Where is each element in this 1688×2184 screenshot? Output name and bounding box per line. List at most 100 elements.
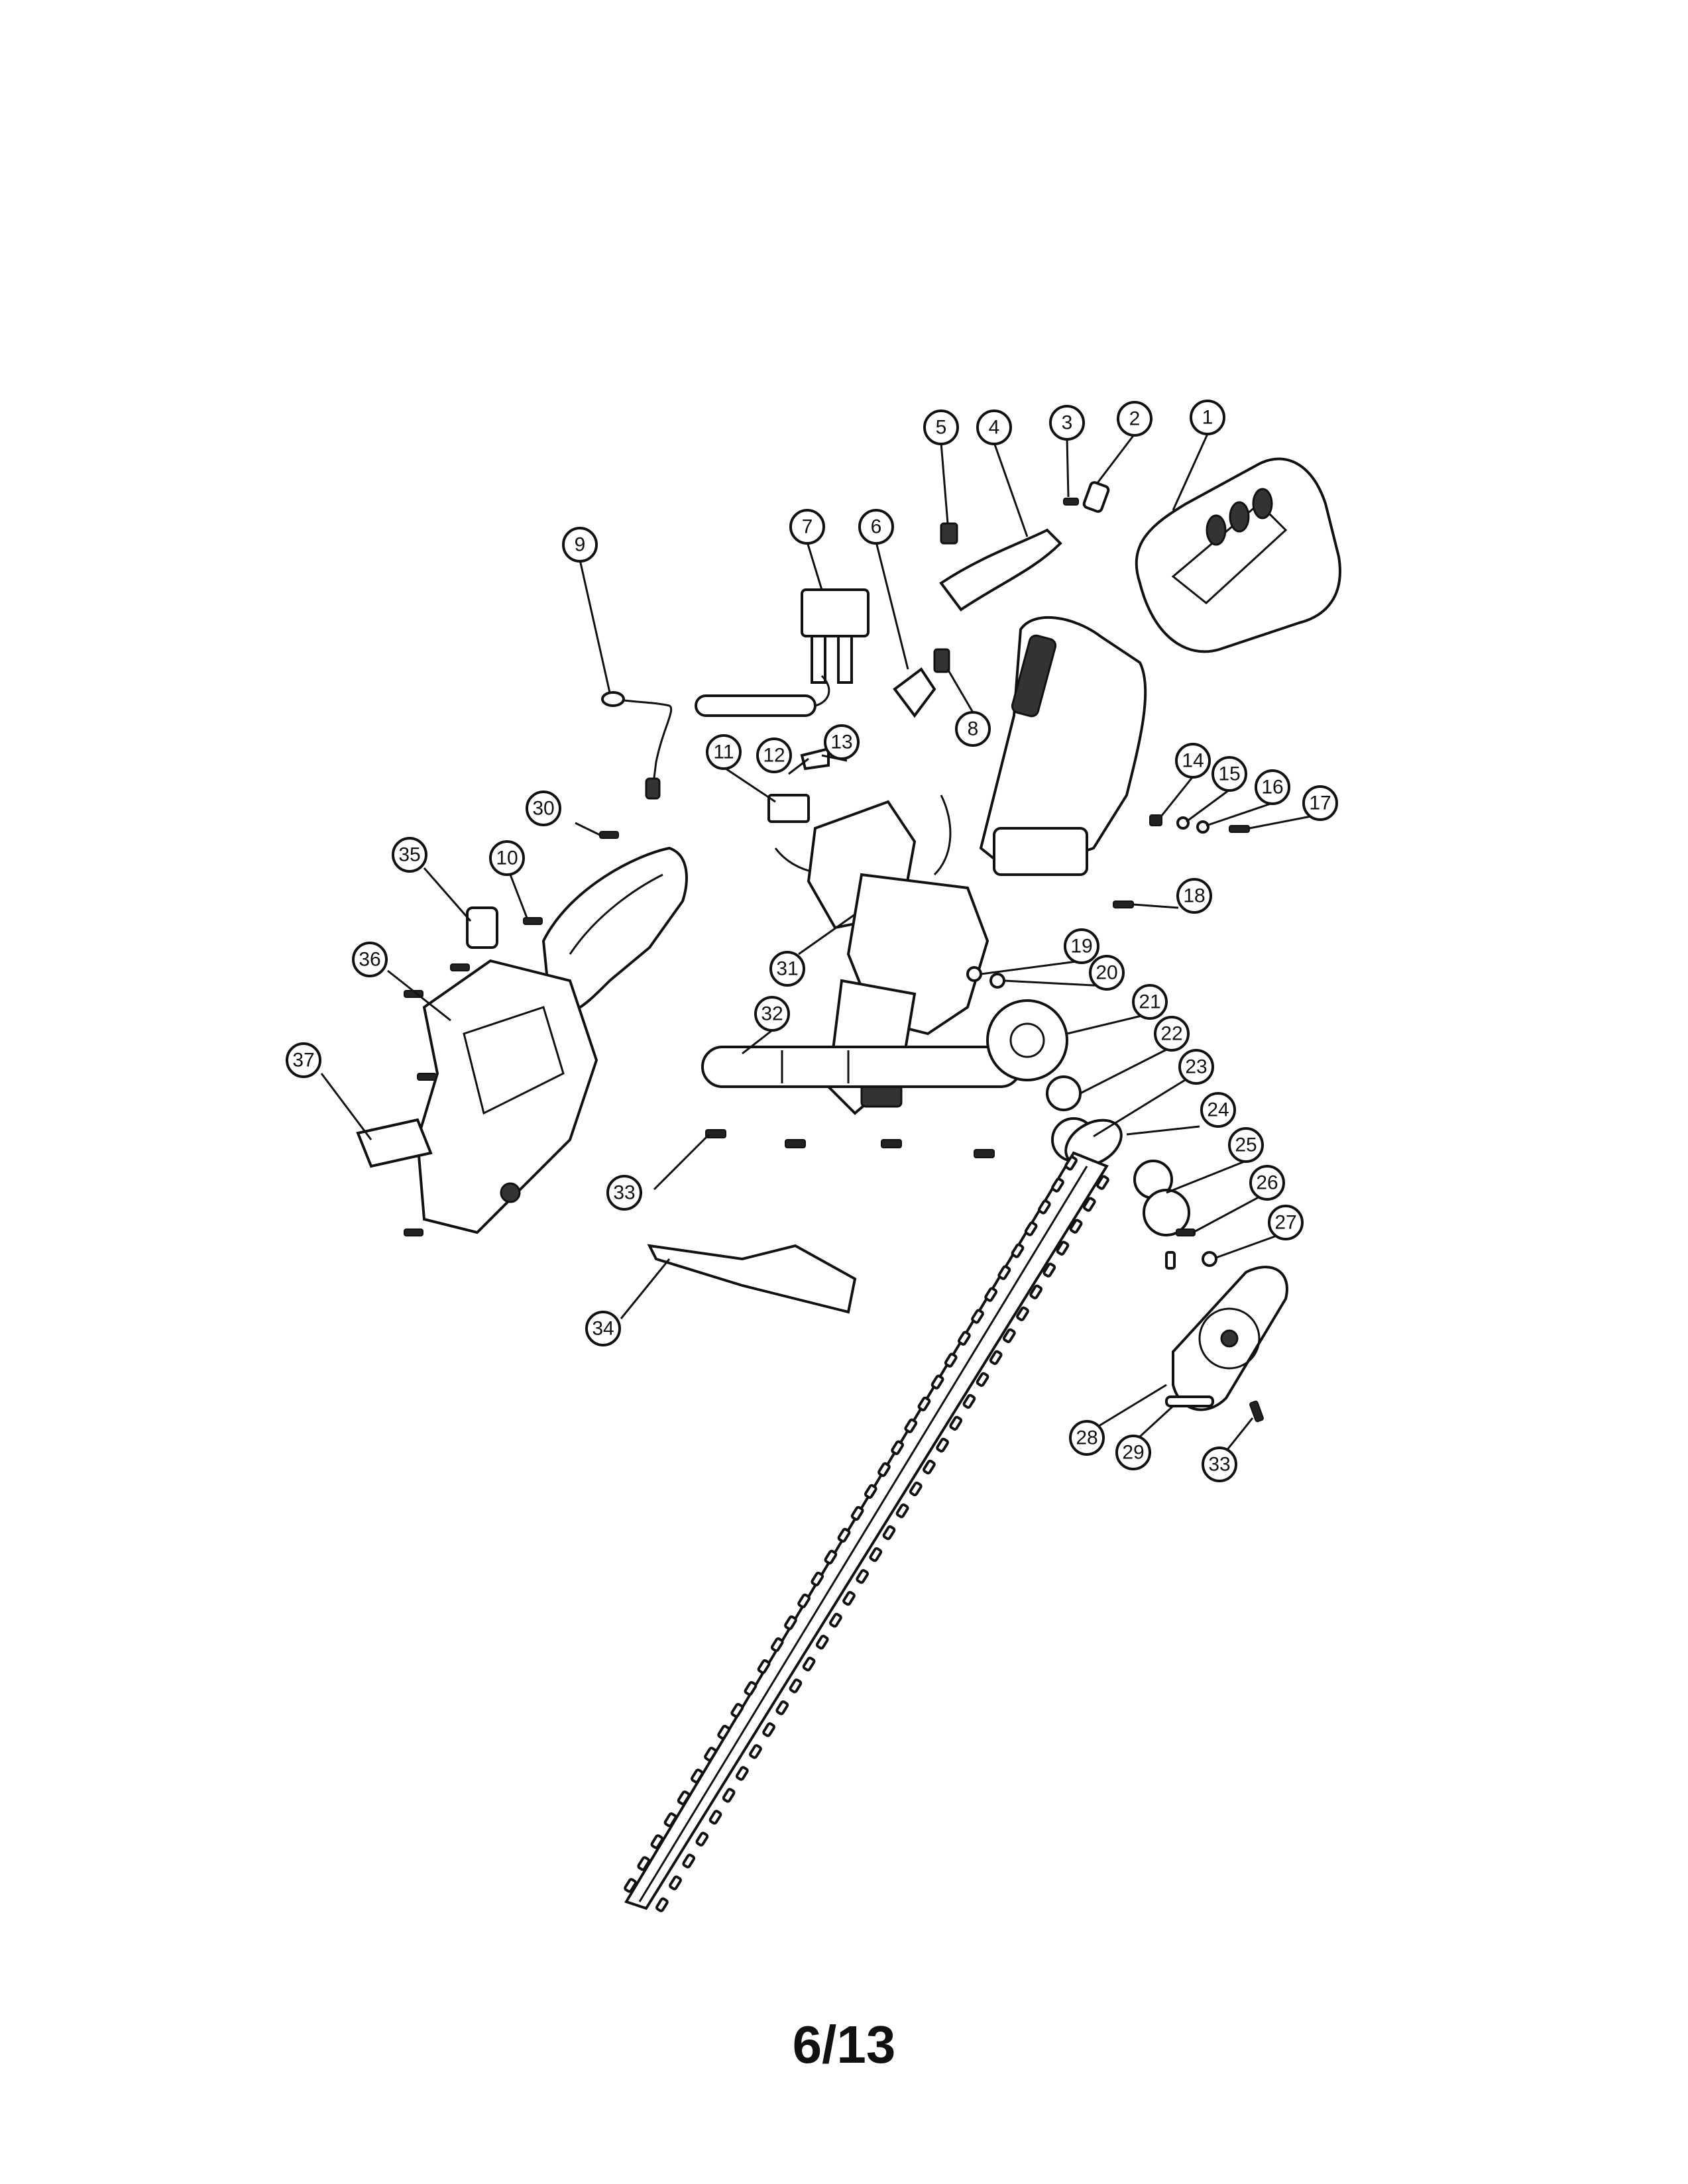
blade-tooth [891, 1440, 905, 1455]
callout-18-label: 18 [1183, 885, 1205, 907]
callout-29-label: 29 [1122, 1442, 1144, 1464]
blade-tooth [704, 1747, 717, 1762]
callout-28-label: 28 [1076, 1427, 1097, 1449]
part-34-blade-guard [647, 1244, 857, 1314]
upper-housing [979, 616, 1147, 877]
callout-33a-label: 33 [613, 1182, 635, 1204]
callout-32: 32 [754, 996, 790, 1032]
callout-17-label: 17 [1309, 792, 1331, 814]
callout-20: 20 [1089, 955, 1125, 991]
blade-tooth [1082, 1197, 1096, 1212]
blade-tooth [842, 1591, 856, 1606]
callout-19: 19 [1064, 928, 1099, 964]
blade-tooth [1051, 1177, 1064, 1193]
blade-teeth [624, 1156, 1109, 1912]
blade-tooth [824, 1549, 838, 1565]
blade-tooth [677, 1790, 691, 1806]
callout-14: 14 [1175, 743, 1211, 779]
callout-2-label: 2 [1129, 408, 1141, 430]
callout-31: 31 [769, 951, 805, 987]
blade-tooth [958, 1331, 971, 1346]
parts-19-27-gear-train [966, 966, 1217, 1270]
part-4-trigger [939, 528, 1062, 612]
blade-tooth [1011, 1243, 1025, 1258]
blade-tooth [1037, 1199, 1051, 1215]
callout-10-label: 10 [496, 847, 518, 869]
callout-4: 4 [976, 410, 1012, 445]
blade-tooth [877, 1462, 891, 1477]
blade-tooth [856, 1568, 870, 1584]
blade-tooth [904, 1418, 918, 1433]
blade-tooth [828, 1613, 842, 1628]
callout-5: 5 [923, 410, 959, 445]
callout-16: 16 [1255, 769, 1290, 805]
part-30-screw [599, 831, 619, 839]
callout-33b-label: 33 [1208, 1454, 1230, 1476]
callout-8: 8 [955, 711, 991, 747]
blade-tooth [708, 1810, 722, 1825]
blade-tooth [1042, 1262, 1056, 1278]
part-3-screw [1063, 498, 1079, 506]
blade-tooth [757, 1659, 771, 1674]
callout-14-label: 14 [1182, 750, 1204, 772]
callout-34: 34 [585, 1311, 621, 1346]
blade-tooth [949, 1415, 963, 1431]
blade-tooth [944, 1352, 958, 1368]
callout-4-label: 4 [989, 417, 1000, 439]
callout-8-label: 8 [968, 718, 979, 740]
callout-26-label: 26 [1256, 1172, 1278, 1194]
blade-tooth [637, 1856, 651, 1871]
part-33-screws [705, 1129, 995, 1158]
callout-12-label: 12 [763, 745, 785, 767]
blade-tooth [971, 1309, 984, 1324]
blade-tooth [1096, 1175, 1109, 1190]
callout-31-label: 31 [776, 958, 798, 980]
callout-1: 1 [1190, 400, 1225, 435]
callout-22: 22 [1154, 1016, 1190, 1052]
blade-tooth [717, 1725, 731, 1740]
blade-tooth [722, 1788, 736, 1803]
blade-tooth [735, 1766, 749, 1781]
part-2-clip [1082, 481, 1110, 513]
blade-tooth [917, 1396, 931, 1411]
part-9-wire-harness [601, 675, 830, 800]
callout-20-label: 20 [1096, 962, 1117, 984]
part-7-switch-block [801, 588, 870, 684]
callout-6: 6 [858, 509, 894, 545]
callout-24-label: 24 [1207, 1099, 1229, 1121]
blade-tooth [811, 1571, 824, 1587]
part-24-hedge-blade [624, 1119, 1123, 1912]
blade-tooth [815, 1635, 829, 1650]
callout-11: 11 [706, 734, 742, 770]
blade-tooth [690, 1769, 704, 1784]
parts-14-18-fasteners [1113, 814, 1250, 908]
blade-tooth [869, 1547, 883, 1562]
blade-tooth [864, 1484, 877, 1500]
callout-21: 21 [1132, 984, 1168, 1020]
callout-26: 26 [1249, 1165, 1285, 1201]
part-12-13-brush [800, 747, 830, 771]
callout-7: 7 [789, 509, 825, 545]
callout-24: 24 [1200, 1092, 1236, 1128]
blade-tooth [962, 1393, 976, 1409]
callout-36: 36 [352, 942, 388, 977]
blade-tooth [770, 1637, 784, 1653]
blade-tooth [923, 1459, 936, 1475]
blade-tooth [984, 1287, 998, 1302]
blade-tooth [976, 1372, 989, 1388]
callout-35-label: 35 [398, 844, 420, 866]
callout-33a: 33 [606, 1175, 642, 1211]
callout-35: 35 [392, 837, 427, 873]
part-35-latch [466, 906, 498, 949]
blade-tooth [797, 1593, 811, 1609]
blade-tooth [669, 1875, 682, 1890]
callout-13-label: 13 [830, 732, 852, 753]
callout-17: 17 [1302, 785, 1338, 821]
callout-30: 30 [526, 791, 561, 826]
callout-3: 3 [1049, 405, 1085, 441]
blade-tooth [850, 1505, 864, 1521]
callout-32-label: 32 [761, 1003, 783, 1025]
blade-tooth [1029, 1284, 1043, 1299]
part-29-plate [1165, 1395, 1214, 1407]
blade-tooth [624, 1878, 637, 1893]
